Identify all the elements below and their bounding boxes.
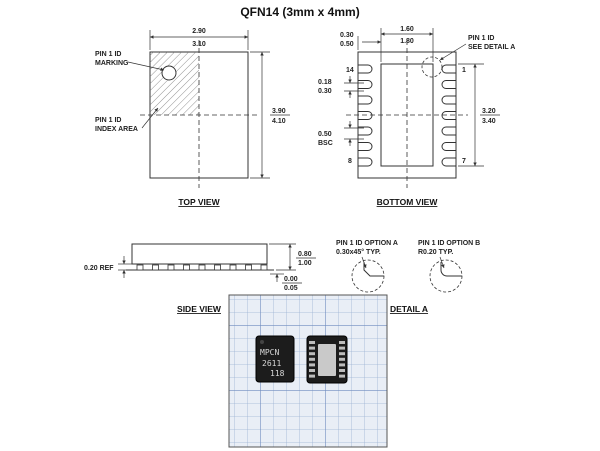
side-lead [245,264,252,271]
edge-min: 0.30 [340,32,354,39]
pad-height-max: 3.40 [482,118,496,125]
chip-text-line-2: 2611 [262,359,281,368]
bottom-lead-left [358,157,373,167]
pad-width-max: 1.80 [400,38,414,45]
chip-bottom-leads [309,341,345,378]
pin-14-label: 14 [346,67,354,74]
bottom-lead-right [441,126,456,136]
side-lead [260,264,268,271]
bottom-lead-left [358,80,373,89]
photo-lead-left [309,357,315,361]
pin-8-label: 8 [348,158,352,165]
chip-text-line-3: 118 [270,369,285,378]
photo-lead-left [309,352,315,356]
chip-top-side [255,335,295,383]
option-a-label: PIN 1 ID OPTION A [336,240,398,247]
standoff-min: 0.00 [284,276,298,283]
side-lead [136,264,144,271]
bottom-lead-right [441,80,456,89]
standoff-max: 0.05 [284,285,298,292]
photo-lead-right [339,363,345,367]
photo-lead-left [309,374,315,378]
bottom-lead-right [441,142,456,151]
detail-a: PIN 1 ID OPTION A 0.30x45° TYP. PIN 1 ID… [336,240,480,314]
photo-lead-left [309,363,315,367]
pin1-id-label-2: SEE DETAIL A [468,44,515,51]
bottom-view-caption: BOTTOM VIEW [377,197,439,207]
pad-width-min: 1.60 [400,26,414,33]
pin-1-label: 1 [462,67,466,74]
side-leads [136,264,268,271]
lead-width-min: 0.18 [318,79,332,86]
pin1-marking-label-2: MARKING [95,60,129,67]
pin1-index-label: PIN 1 ID [95,117,121,124]
top-width-min: 2.90 [192,28,206,35]
photo-lead-right [339,374,345,378]
side-height-min: 0.80 [298,251,312,258]
bottom-lead-right [441,111,456,120]
side-lead [152,264,159,271]
side-lead [183,264,190,271]
photo-lead-right [339,369,345,372]
side-height-max: 1.00 [298,260,312,267]
pin1-detail-circle [421,56,443,78]
bottom-lead-right [441,64,456,74]
page-title: QFN14 (3mm x 4mm) [240,5,359,19]
pin1-index-area [150,52,199,115]
bottom-lead-left [358,142,373,151]
side-ref: 0.20 REF [84,265,114,272]
right-leads [441,64,456,167]
pitch-note: BSC [318,140,333,147]
photo-lead-left [309,369,315,372]
top-view-caption: TOP VIEW [178,197,220,207]
side-lead [198,264,206,271]
photo-lead-right [339,357,345,361]
side-lead [214,264,221,271]
bottom-lead-right [441,157,456,167]
bottom-lead-left [358,111,373,120]
edge-max: 0.50 [340,41,354,48]
bottom-lead-left [358,64,373,74]
bottom-lead-left [358,95,373,105]
pin-7-label: 7 [462,158,466,165]
photo-lead-right [339,341,345,344]
option-b-label: PIN 1 ID OPTION B [418,240,480,247]
photo-lead-right [339,352,345,356]
lead-width-max: 0.30 [318,88,332,95]
top-view: 2.90 3.10 3.90 4.10 PIN 1 ID MARKING PIN… [95,28,290,207]
bottom-lead-right [441,95,456,105]
bottom-view: 1.60 1.80 0.30 0.50 0.18 0.30 0.50 BSC 3… [318,26,515,207]
pin1-marking-dot [161,65,177,81]
package-photo: MPCN 2611 118 [228,294,388,448]
chip-exposed-pad [318,344,336,376]
top-height-max: 4.10 [272,118,286,125]
side-view-caption: SIDE VIEW [177,304,222,314]
pad-height-min: 3.20 [482,108,496,115]
side-lead [229,264,237,271]
chip-text-line-1: MPCN [260,348,279,357]
pin1-id-label: PIN 1 ID [468,35,494,42]
pin1-index-label-2: INDEX AREA [95,126,138,133]
photo-lead-right [339,346,345,350]
top-height-min: 3.90 [272,108,286,115]
top-width-max: 3.10 [192,41,206,48]
option-a-value: 0.30x45° TYP. [336,248,381,256]
side-view: 0.20 REF 0.80 1.00 0.00 0.05 SIDE VIEW [84,243,316,314]
option-b-value: R0.20 TYP. [418,249,453,256]
left-leads [358,64,373,167]
pin1-marking-label: PIN 1 ID [95,51,121,58]
photo-lead-left [309,346,315,350]
bottom-lead-left [358,126,373,136]
pitch-value: 0.50 [318,131,332,138]
detail-a-caption: DETAIL A [390,304,428,314]
side-lead [167,264,175,271]
side-view-body [131,243,268,265]
chip-pin1-dot [260,340,264,344]
photo-lead-left [309,341,315,344]
